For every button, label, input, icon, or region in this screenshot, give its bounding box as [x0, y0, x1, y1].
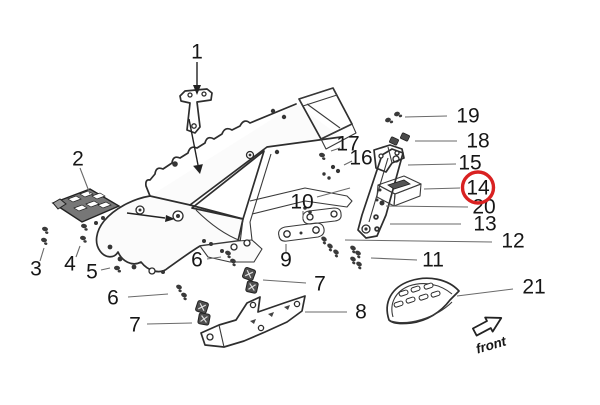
mounting-arrows — [126, 62, 203, 222]
part-15-bracket — [373, 144, 405, 173]
part-label-2: 2 — [72, 148, 84, 171]
screws-part-6-left — [174, 283, 189, 301]
part-label-10: 10 — [290, 191, 313, 214]
screw-part-5 — [113, 265, 122, 273]
part-label-5: 5 — [86, 261, 98, 284]
part-label-13: 13 — [473, 213, 496, 236]
leader-lines — [39, 115, 514, 325]
highlight-circle-14 — [460, 170, 496, 205]
front-arrow-icon — [471, 316, 503, 337]
part-label-7-left: 7 — [129, 314, 141, 337]
rivets-part-16 — [322, 164, 341, 180]
nuts-part-18 — [388, 132, 411, 146]
part-label-21: 21 — [522, 276, 545, 299]
part-8-bracket — [200, 295, 306, 348]
front-direction: front — [471, 316, 508, 356]
part-1-bracket — [179, 88, 213, 134]
part-labels: 1 2 3 4 5 6 6 7 7 8 9 10 11 12 13 14 15 … — [30, 41, 546, 337]
part-9-plate — [278, 222, 325, 242]
front-label: front — [474, 333, 508, 356]
part-label-6-right: 6 — [191, 249, 203, 272]
part-label-15: 15 — [458, 152, 481, 175]
part-label-14: 14 — [466, 177, 490, 200]
part-label-6-left: 6 — [107, 287, 119, 310]
part-label-1: 1 — [191, 41, 203, 64]
part-label-16: 16 — [349, 147, 372, 170]
part-label-7-right: 7 — [314, 273, 326, 296]
frame-body — [95, 87, 357, 275]
screws-part-4 — [79, 223, 89, 243]
part-21-guide — [386, 277, 460, 325]
part-label-12: 12 — [501, 230, 524, 253]
part-label-18: 18 — [466, 130, 489, 153]
screws-part-11 — [348, 244, 364, 270]
pads-part-7-right — [241, 266, 260, 295]
part-label-3: 3 — [30, 258, 42, 281]
screws-part-19 — [384, 110, 403, 126]
part-label-9: 9 — [280, 249, 292, 272]
part-label-20: 20 — [472, 196, 495, 219]
part-label-17: 17 — [336, 133, 359, 156]
part-2-plate — [51, 188, 121, 225]
part-label-19: 19 — [456, 105, 479, 128]
part-label-11: 11 — [422, 249, 444, 272]
screws-part-13 — [373, 214, 380, 232]
screws-part-3 — [39, 226, 50, 246]
part-label-8: 8 — [355, 301, 367, 324]
screw-part-17 — [317, 152, 327, 161]
pads-part-7-left — [194, 299, 211, 326]
part-label-4: 4 — [64, 253, 76, 276]
screws-part-12 — [319, 235, 341, 258]
screw-part-20 — [379, 200, 385, 206]
part-14-clamp — [376, 175, 422, 207]
